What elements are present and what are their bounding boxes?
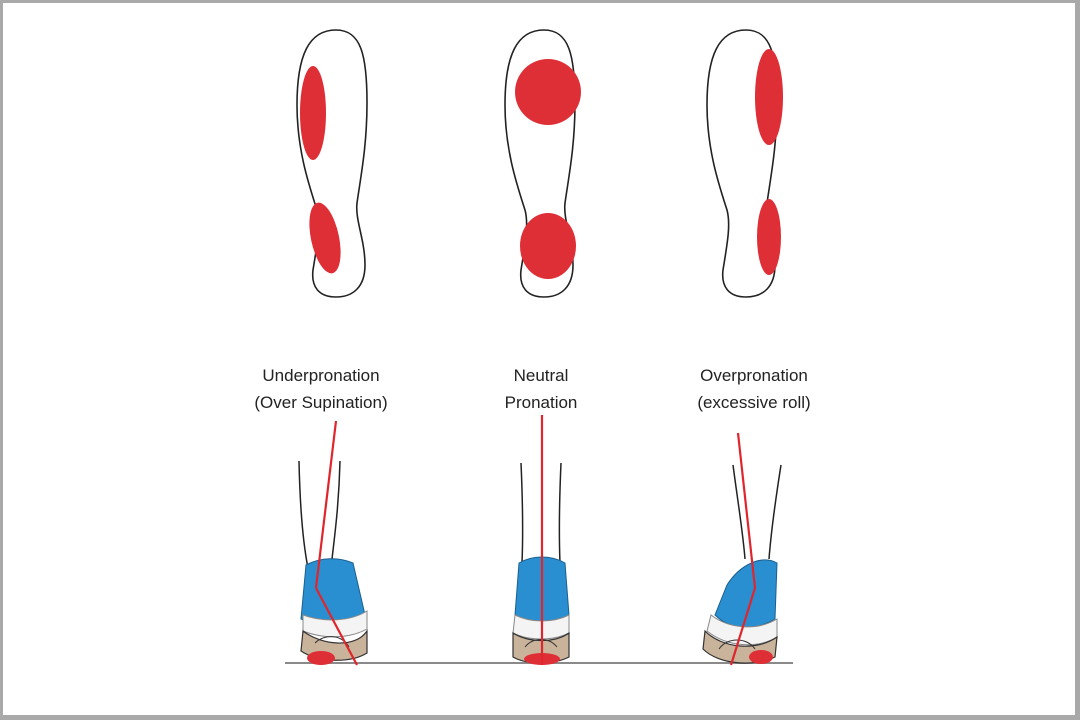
footprint-underpronation (296, 29, 368, 298)
foot-neutral (512, 415, 570, 665)
foot-overpronation (702, 432, 782, 666)
pressure-zone-forefoot (515, 59, 581, 125)
label-neutral: Neutral Pronation (431, 362, 651, 416)
label-underpronation-line2: (Over Supination) (254, 393, 388, 412)
footprint-overpronation (706, 29, 783, 298)
foot-underpronation (298, 420, 368, 666)
label-neutral-line2: Pronation (504, 393, 578, 412)
pressure-zone-forefoot (755, 49, 783, 145)
figure-frame: Underpronation (Over Supination) Neutral… (3, 3, 1075, 715)
label-overpronation: Overpronation (excessive roll) (644, 362, 864, 416)
label-underpronation-line1: Underpronation (262, 366, 380, 385)
footprint-neutral (504, 29, 581, 298)
label-overpronation-line2: (excessive roll) (697, 393, 811, 412)
pronation-diagram (285, 29, 793, 666)
pressure-zone-heel (309, 202, 341, 274)
label-neutral-line1: Neutral (513, 366, 569, 385)
pressure-zone-heel (520, 213, 576, 279)
pressure-zone-forefoot (300, 66, 326, 160)
pressure-zone-heel (757, 199, 781, 275)
label-overpronation-line1: Overpronation (700, 366, 808, 385)
label-underpronation: Underpronation (Over Supination) (211, 362, 431, 416)
